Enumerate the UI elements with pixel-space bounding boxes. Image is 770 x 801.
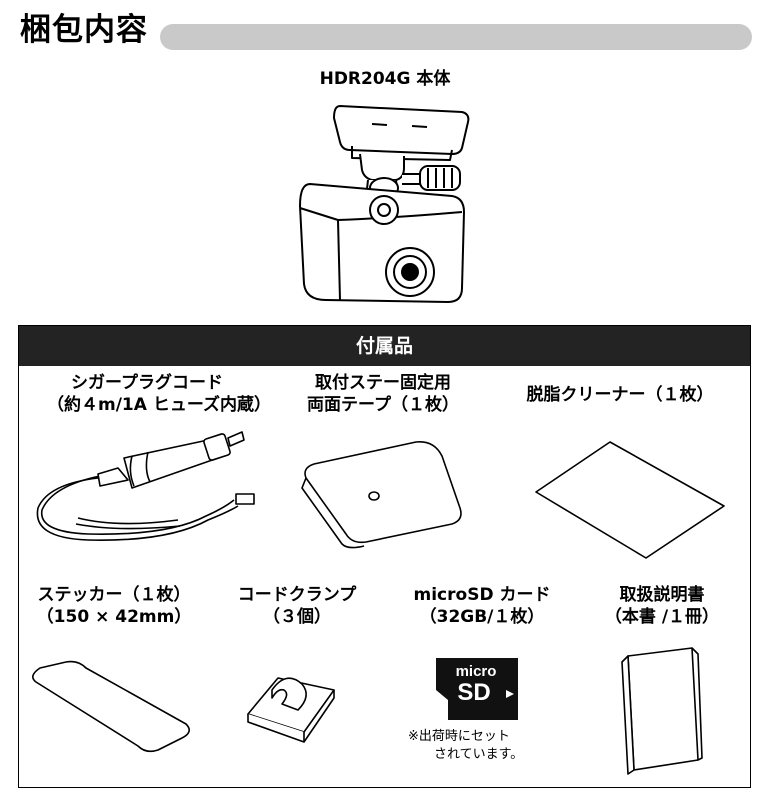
dashcam-image [299, 105, 470, 303]
cord-clamp-image [247, 677, 335, 743]
accessories-box: 付属品 [18, 325, 751, 788]
item-caption-cigar-plug: シガープラグコード （約４m/1A ヒューズ内蔵） [47, 372, 271, 416]
item-line2: （150 × 42mm） [36, 607, 192, 627]
item-line2: （本書 /１冊） [604, 607, 720, 627]
note-line2: されています。 [434, 747, 524, 762]
item-line2: （32GB/１枚） [419, 607, 545, 627]
microsd-logo-top: micro [456, 663, 497, 680]
item-line1: 取付ステー固定用 [315, 373, 451, 393]
item-line1: ステッカー（１枚） [37, 585, 191, 605]
main-unit-caption: HDR204G 本体 [319, 69, 451, 89]
item-line1: コードクランプ [237, 585, 357, 605]
item-caption-cord-clamp: コードクランプ （３個） [202, 584, 392, 628]
item-caption-tape: 取付ステー固定用 両面テープ（１枚） [288, 372, 478, 416]
page-title: 梱包内容 [20, 12, 148, 48]
microsd-note: ※出荷時にセット されています。 [408, 728, 523, 764]
item-line1: シガープラグコード [71, 373, 223, 393]
item-line1: 脱脂クリーナー（１枚） [526, 385, 714, 405]
microsd-logo-bottom: SD [457, 679, 490, 706]
microsd-card-image: micro SD [436, 658, 518, 720]
cleaner-sheet-image [535, 441, 725, 559]
note-line1: ※出荷時にセット [408, 729, 510, 744]
item-line2: 両面テープ（１枚） [307, 395, 459, 415]
item-line1: 取扱説明書 [619, 585, 705, 605]
item-caption-cleaner: 脱脂クリーナー（１枚） [520, 384, 720, 406]
cigar-plug-cord-image [36, 431, 255, 541]
item-line1: microSD カード [413, 585, 551, 605]
title-underline-bar [160, 24, 752, 50]
manual-booklet-image [621, 647, 703, 775]
sticker-image [32, 660, 190, 753]
item-caption-manual: 取扱説明書 （本書 /１冊） [567, 584, 757, 628]
double-sided-tape-image [301, 440, 462, 549]
item-line2: （３個） [263, 607, 331, 627]
item-line2: （約４m/1A ヒューズ内蔵） [47, 395, 271, 415]
item-caption-microsd: microSD カード （32GB/１枚） [382, 584, 582, 628]
item-caption-sticker: ステッカー（１枚） （150 × 42mm） [14, 584, 214, 628]
accessories-header: 付属品 [19, 326, 750, 366]
